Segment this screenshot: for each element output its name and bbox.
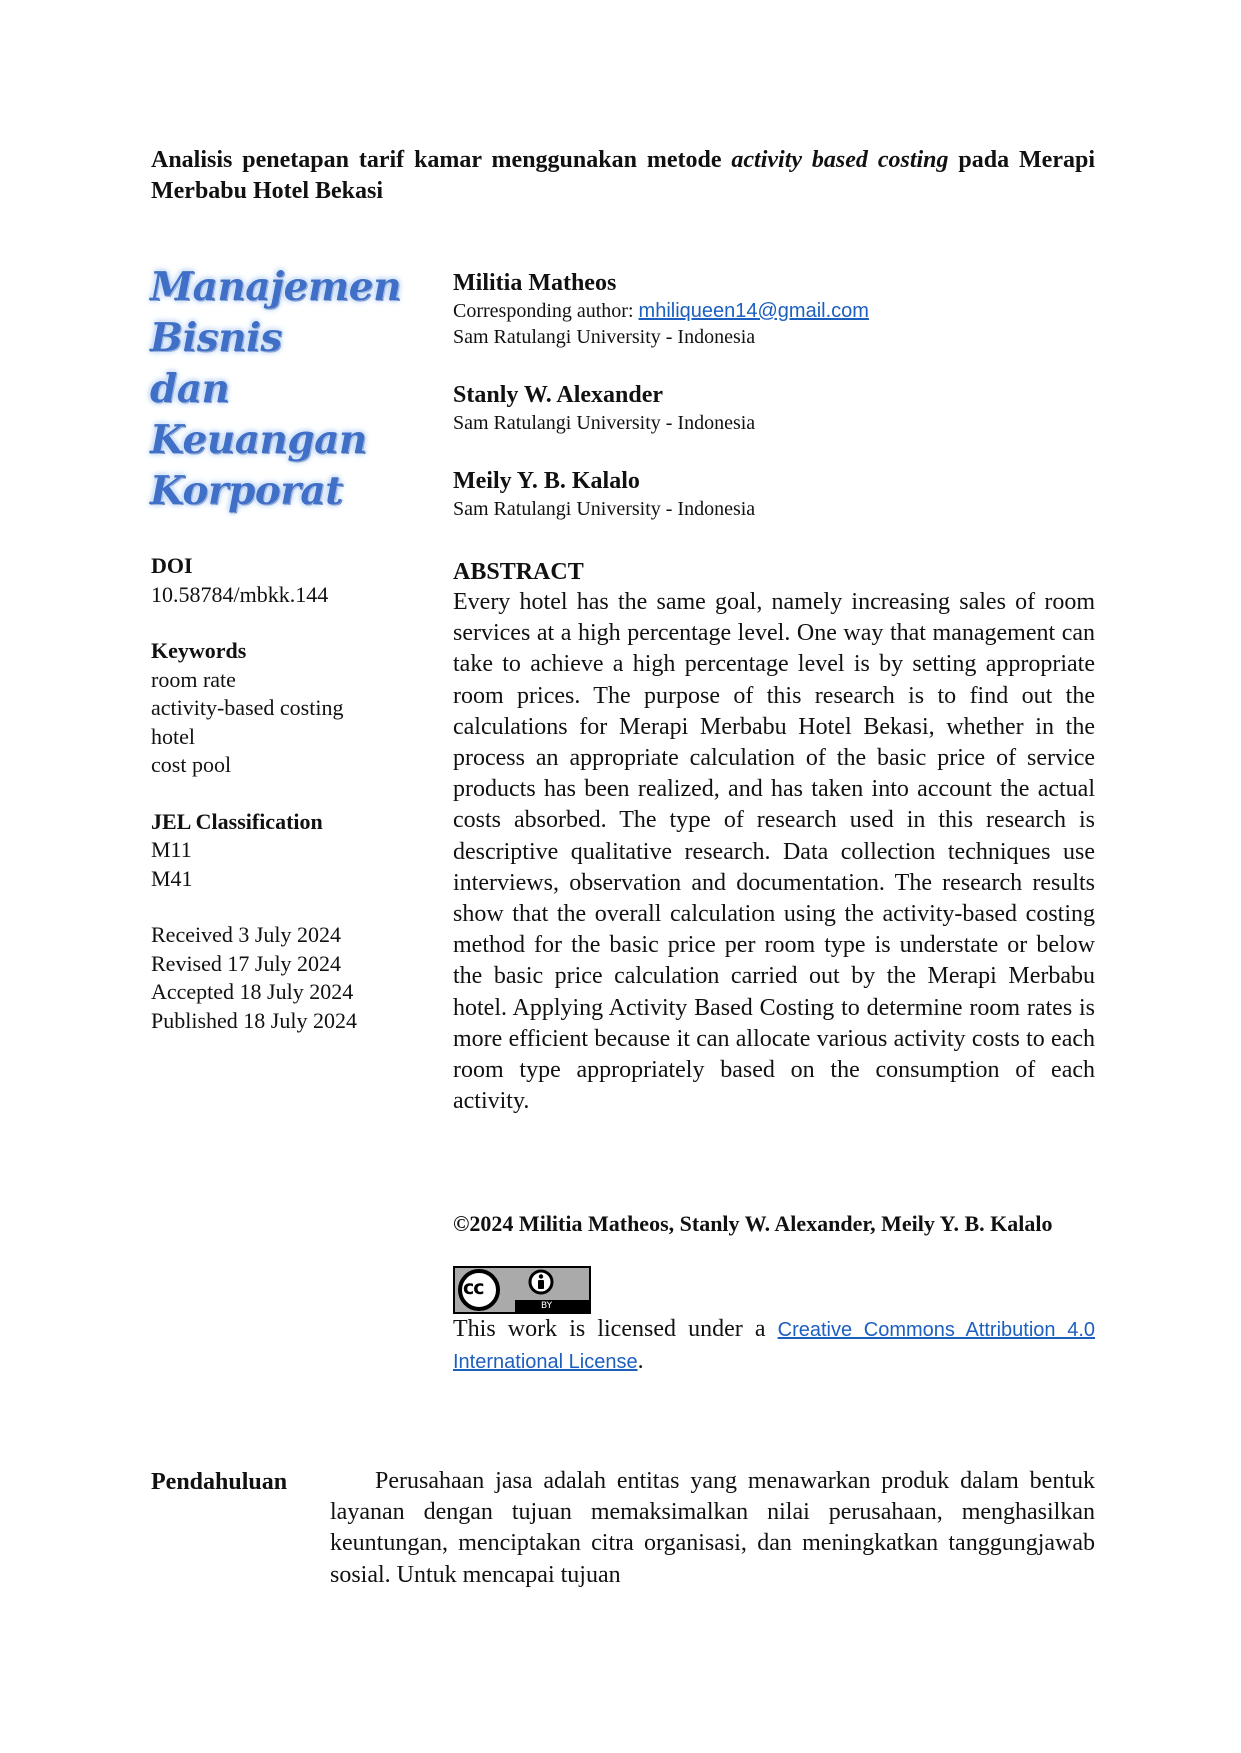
jel-block: JEL Classification M11 M41 xyxy=(151,808,421,894)
dates-block: Received 3 July 2024 Revised 17 July 202… xyxy=(151,921,421,1035)
keywords-label: Keywords xyxy=(151,638,247,663)
date-revised: Revised 17 July 2024 xyxy=(151,950,342,976)
keyword: hotel xyxy=(151,723,195,749)
title-italic: activity based costing xyxy=(731,147,949,173)
author-name: Stanly W. Alexander xyxy=(453,382,664,408)
logo-line: Keuangan xyxy=(150,417,367,463)
corresponding-label: Corresponding author: xyxy=(453,300,639,322)
cc-glyph: cc xyxy=(463,1277,485,1299)
license-link[interactable]: Creative Commons Attribution 4.0 Interna… xyxy=(453,1319,1095,1373)
intro-paragraph: Perusahaan jasa adalah entitas yang mena… xyxy=(330,1468,1095,1588)
logo-line: Manajemen xyxy=(150,264,401,310)
author-entry: Militia Matheos Corresponding author: mh… xyxy=(453,268,1095,350)
license-suffix: . xyxy=(637,1348,644,1374)
date-accepted: Accepted 18 July 2024 xyxy=(151,979,354,1004)
logo-line: Korporat xyxy=(150,468,343,514)
doi-value: 10.58784/mbkk.144 xyxy=(151,581,329,607)
corresponding-author-line: Corresponding author: mhiliqueen14@gmail… xyxy=(453,298,1095,324)
author-entry: Stanly W. Alexander Sam Ratulangi Univer… xyxy=(453,380,1095,436)
by-label: BY xyxy=(541,1301,553,1311)
author-affiliation: Sam Ratulangi University - Indonesia xyxy=(453,498,756,520)
author-entry: Meily Y. B. Kalalo Sam Ratulangi Univers… xyxy=(453,466,1095,522)
author-affiliation: Sam Ratulangi University - Indonesia xyxy=(453,412,756,434)
jel-code: M11 xyxy=(151,837,192,862)
date-published: Published 18 July 2024 xyxy=(151,1007,357,1033)
title-part2: pada Merapi Merbabu Hotel Bekasi xyxy=(151,147,1096,204)
cc-by-badge[interactable]: cc BY xyxy=(453,1266,591,1314)
paper-title: Analisis penetapan tarif kamar menggunak… xyxy=(151,145,1095,207)
authors-list: Militia Matheos Corresponding author: mh… xyxy=(453,268,1095,552)
by-strip xyxy=(515,1300,589,1312)
email-link[interactable]: mhiliqueen14@gmail.com xyxy=(638,300,869,322)
license-statement: This work is licensed under a Creative C… xyxy=(453,1314,1095,1378)
date-received: Received 3 July 2024 xyxy=(151,922,342,947)
jel-code: M41 xyxy=(151,865,193,891)
doi-block: DOI 10.58784/mbkk.144 xyxy=(151,552,421,609)
title-part1: Analisis penetapan tarif kamar menggunak… xyxy=(151,147,732,173)
keyword: room rate xyxy=(151,666,236,692)
author-affiliation: Sam Ratulangi University - Indonesia xyxy=(453,326,756,348)
journal-logo: Manajemen Bisnis dan Keuangan Korporat xyxy=(150,262,401,517)
doi-label: DOI xyxy=(151,553,193,578)
abstract-heading: ABSTRACT xyxy=(453,559,584,585)
keywords-block: Keywords room rate activity-based costin… xyxy=(151,637,421,780)
copyright-notice: ©2024 Militia Matheos, Stanly W. Alexand… xyxy=(453,1211,1053,1236)
logo-line: Bisnis xyxy=(150,315,282,361)
logo-line: dan xyxy=(150,366,230,412)
article-metadata: DOI 10.58784/mbkk.144 Keywords room rate… xyxy=(151,552,421,1063)
cc-logo-icon xyxy=(458,1269,554,1311)
section-heading: Pendahuluan xyxy=(151,1469,288,1495)
abstract-text: Every hotel has the same goal, namely in… xyxy=(453,589,1095,1115)
author-name: Militia Matheos xyxy=(453,270,617,296)
keyword: activity-based costing xyxy=(151,695,344,720)
license-prefix: This work is licensed under a xyxy=(453,1316,778,1342)
jel-label: JEL Classification xyxy=(151,808,323,834)
author-name: Meily Y. B. Kalalo xyxy=(453,468,640,494)
keyword: cost pool xyxy=(151,752,232,777)
